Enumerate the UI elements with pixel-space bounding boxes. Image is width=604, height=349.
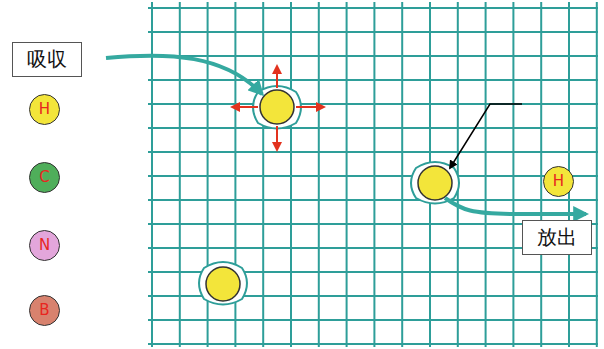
atom-circle: H (543, 166, 574, 197)
atom-circle: H (29, 94, 60, 125)
label-box: 放出 (522, 220, 592, 255)
leader-line (450, 104, 522, 168)
element-symbol: B (39, 303, 49, 318)
box-label: 放出 (537, 225, 577, 249)
release-arrow (445, 198, 586, 214)
element-symbol: N (39, 238, 50, 253)
label-box: 吸収 (12, 42, 82, 77)
box-label: 吸収 (27, 47, 67, 71)
atom-circle: C (29, 162, 60, 193)
atom-circle: B (29, 295, 60, 326)
element-symbol: C (39, 170, 49, 185)
element-symbol: H (39, 102, 50, 117)
element-symbol: H (553, 174, 564, 189)
interstitial-atom (206, 90, 452, 301)
absorb-arrow (106, 56, 262, 94)
lattice-grid (148, 2, 598, 347)
lattice-distortion (199, 86, 459, 305)
atom-circle: N (29, 230, 60, 261)
